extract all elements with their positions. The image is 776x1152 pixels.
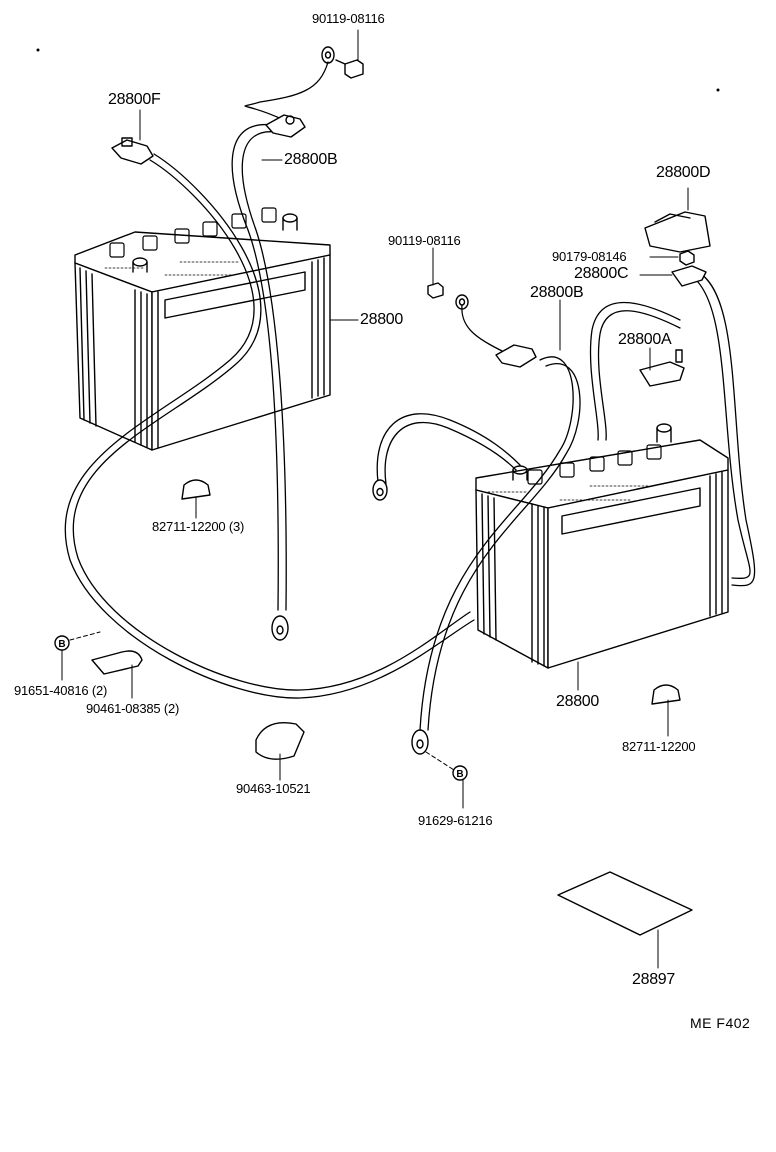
label-bolt-top: 90119-08116	[312, 11, 385, 26]
label-clamp-right: 82711-12200	[622, 739, 696, 754]
bolt-mid	[427, 282, 444, 299]
terminal-c	[671, 265, 707, 287]
leader-lines	[61, 29, 689, 969]
label-cable-b-right: 28800B	[530, 284, 584, 301]
label-plate	[557, 871, 693, 936]
label-clip-bottom: 90463-10521	[236, 781, 311, 796]
label-clip-left: 90461-08385 (2)	[86, 701, 180, 716]
label-bolt-b-left: 91651-40816 (2)	[14, 683, 108, 698]
terminal-b-right	[495, 344, 537, 368]
bolt-top	[335, 59, 364, 79]
callout-b-left-letter: B	[58, 639, 65, 650]
nut	[679, 250, 695, 266]
label-terminal-a: 28800A	[618, 331, 672, 348]
label-bolt-b-bottom: 91629-61216	[418, 813, 493, 828]
label-label-plate: 28897	[632, 971, 675, 988]
label-cover-d: 28800D	[656, 164, 711, 181]
label-bolt-mid: 90119-08116	[388, 233, 461, 248]
label-nut: 90179-08146	[552, 249, 627, 264]
terminal-end-right	[411, 729, 429, 755]
terminal-b-left	[265, 114, 306, 138]
callout-b-bottom: B	[452, 765, 468, 781]
battery-left	[74, 207, 331, 451]
figure-code: ME F402	[690, 1015, 751, 1031]
callout-b-bottom-letter: B	[456, 769, 463, 780]
clip-bottom	[255, 722, 305, 760]
label-terminal-c: 28800C	[574, 265, 629, 282]
battery-right	[475, 423, 729, 669]
clamp-left	[181, 479, 211, 500]
clip-left	[91, 650, 143, 675]
label-clamp-left: 82711-12200 (3)	[152, 519, 245, 534]
terminal-f	[111, 137, 154, 165]
label-battery-right: 28800	[556, 693, 599, 710]
label-battery-left: 28800	[360, 311, 403, 328]
label-terminal-f: 28800F	[108, 91, 161, 108]
label-cable-b-left: 28800B	[284, 151, 338, 168]
ring-terminal-top	[321, 46, 335, 64]
terminal-end-left	[271, 479, 388, 641]
terminal-a	[639, 349, 685, 387]
clamp-right	[651, 684, 681, 705]
callout-b-left: B	[54, 635, 70, 651]
cover-d	[644, 211, 711, 253]
cables	[64, 61, 756, 731]
ring-terminal-mid	[455, 294, 469, 310]
